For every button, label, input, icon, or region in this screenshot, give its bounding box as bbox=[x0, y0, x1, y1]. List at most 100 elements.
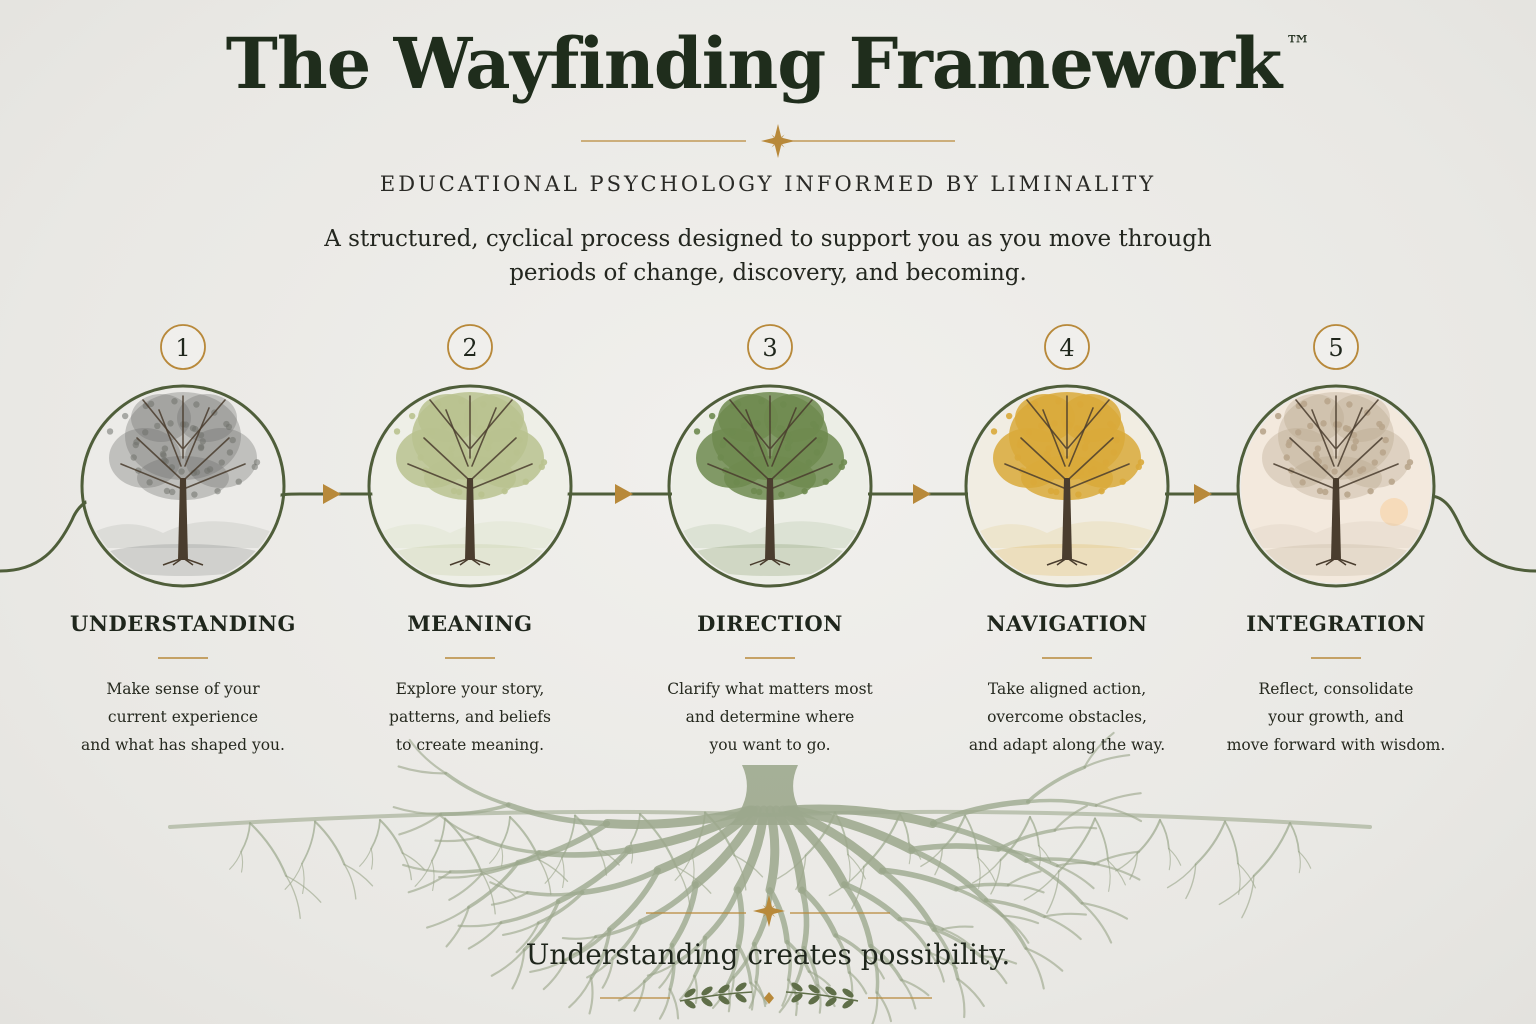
trunk bbox=[765, 478, 775, 560]
root-branch bbox=[767, 887, 790, 945]
leaf-dot bbox=[214, 487, 221, 495]
leaf-dot bbox=[780, 401, 787, 408]
branch bbox=[136, 437, 181, 479]
root-branch bbox=[908, 842, 922, 860]
step-circle bbox=[1236, 384, 1436, 588]
root-branch bbox=[977, 856, 996, 883]
laurel-leaf bbox=[701, 986, 713, 996]
leaf-dot bbox=[1342, 425, 1350, 432]
description-line: move forward with wisdom. bbox=[1226, 736, 1446, 754]
root-branch bbox=[778, 986, 796, 1014]
root-branch bbox=[646, 962, 676, 977]
root-branch bbox=[841, 881, 903, 922]
root-branch bbox=[1237, 862, 1256, 889]
root-branch bbox=[653, 805, 758, 875]
root-branch bbox=[979, 954, 1008, 985]
root-branch bbox=[1115, 852, 1139, 872]
description-line: you want to go. bbox=[709, 736, 831, 754]
branch bbox=[1338, 437, 1383, 479]
leaf-dot bbox=[486, 438, 493, 445]
root bbox=[182, 557, 204, 566]
root-branch bbox=[956, 977, 966, 1019]
root-branch bbox=[941, 814, 967, 850]
root-branch bbox=[675, 866, 691, 911]
root-branch bbox=[954, 882, 1010, 891]
title-text: The Wayfinding Framework bbox=[225, 22, 1282, 105]
root-branch bbox=[1289, 822, 1300, 853]
root-branch bbox=[799, 886, 810, 951]
root-branch bbox=[999, 815, 1032, 862]
leaf-dot bbox=[189, 425, 197, 432]
root-branch bbox=[522, 899, 561, 952]
root-branch bbox=[617, 980, 646, 1002]
branch bbox=[772, 437, 817, 479]
step-label-5: INTEGRATION bbox=[1246, 611, 1426, 636]
root-branch bbox=[489, 845, 502, 864]
root-branch bbox=[833, 933, 852, 975]
branch bbox=[771, 407, 797, 467]
root-branch bbox=[1094, 804, 1143, 823]
description-line: and what has shaped you. bbox=[81, 736, 285, 754]
laurel-leaf bbox=[718, 984, 730, 994]
branch bbox=[183, 399, 226, 449]
root-branch bbox=[561, 814, 576, 859]
leaf-dot bbox=[132, 441, 139, 449]
root-branch bbox=[847, 853, 866, 880]
leaf-dot bbox=[1307, 422, 1314, 430]
root-branch bbox=[401, 852, 425, 871]
leaf-dot bbox=[417, 454, 424, 461]
leaf-dot bbox=[121, 412, 129, 420]
leaf-dot bbox=[756, 488, 763, 496]
root-branch bbox=[313, 820, 346, 866]
leaf-dot bbox=[1073, 425, 1081, 432]
root-branch bbox=[525, 890, 585, 897]
root-branch bbox=[1024, 947, 1064, 972]
root-branch bbox=[611, 920, 643, 961]
root-branch bbox=[1185, 863, 1197, 900]
root-branch bbox=[765, 805, 780, 895]
root-branch bbox=[1166, 863, 1197, 889]
arrow-right-icon bbox=[913, 484, 931, 504]
root-branch bbox=[897, 916, 945, 931]
leaf-dot bbox=[822, 478, 829, 485]
root-branch bbox=[733, 805, 769, 894]
root-branch bbox=[414, 859, 433, 887]
leaf-dot bbox=[441, 422, 448, 430]
description-line: Reflect, consolidate bbox=[1258, 680, 1414, 698]
step-label-2: MEANING bbox=[407, 611, 533, 636]
root-branch bbox=[544, 856, 563, 884]
branch bbox=[1067, 399, 1110, 449]
root-branch bbox=[588, 977, 594, 1015]
laurel-leaf bbox=[808, 995, 820, 1005]
step-circle bbox=[80, 384, 286, 588]
laurel-branch-icon bbox=[785, 982, 859, 1009]
root-branch bbox=[397, 765, 447, 775]
description-line: Clarify what matters most bbox=[667, 680, 873, 698]
leaf-dot bbox=[1075, 491, 1082, 498]
leaf-dot bbox=[1313, 452, 1320, 459]
leaf-dot bbox=[1382, 436, 1389, 444]
leaf-dot bbox=[1055, 398, 1062, 405]
root-branch bbox=[1129, 852, 1139, 880]
leaf-dot bbox=[1005, 412, 1013, 420]
branch bbox=[423, 437, 468, 479]
canopy bbox=[464, 394, 524, 442]
step-number-badge bbox=[160, 324, 206, 370]
root-branch bbox=[467, 861, 520, 909]
leaf-dot bbox=[480, 401, 487, 408]
branch bbox=[1069, 437, 1114, 479]
root-branch bbox=[586, 957, 614, 979]
leaf-dot bbox=[1314, 445, 1322, 452]
laurel-leaf bbox=[842, 999, 854, 1009]
root-branch bbox=[983, 898, 1028, 950]
root-branch bbox=[862, 812, 902, 868]
leaf-dot bbox=[235, 478, 242, 485]
root bbox=[1066, 557, 1088, 566]
leaf-dot bbox=[784, 431, 792, 439]
root-branch bbox=[490, 891, 529, 906]
leaf-dot bbox=[1322, 488, 1329, 496]
leaf-dot bbox=[493, 466, 501, 473]
root-branch bbox=[1194, 820, 1227, 866]
root-branch bbox=[536, 846, 632, 858]
